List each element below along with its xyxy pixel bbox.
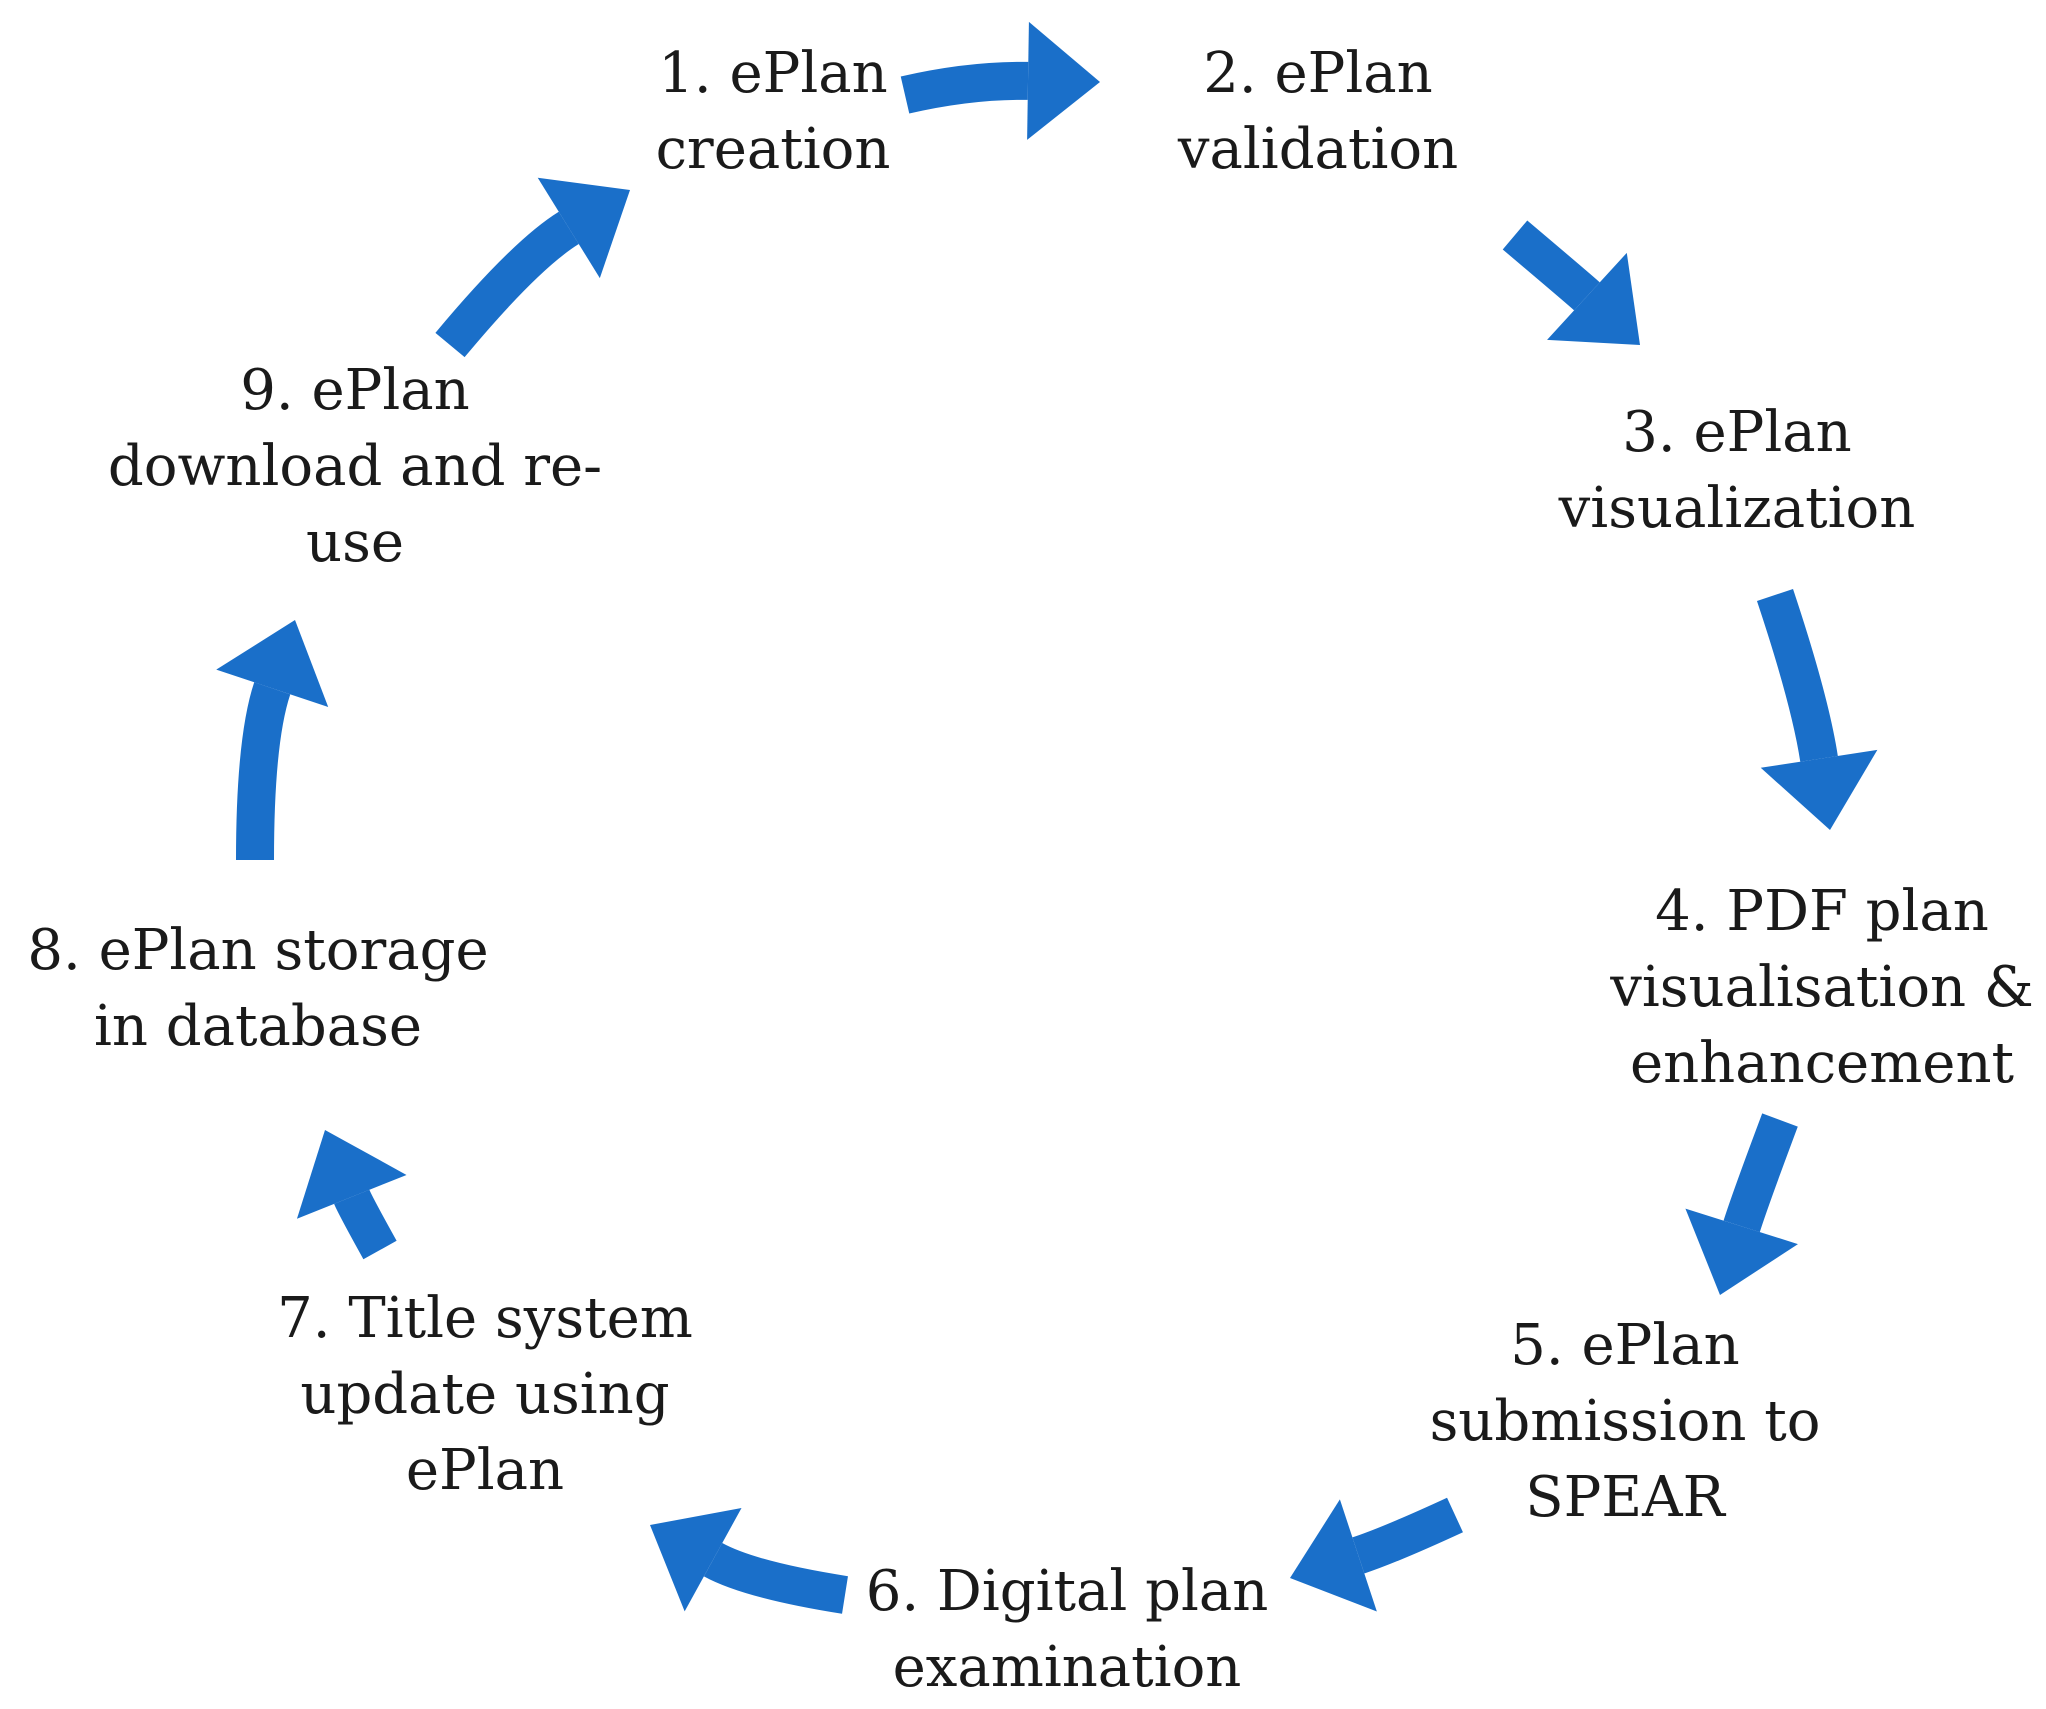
step-3-label: 3. ePlan visualization	[1558, 400, 1916, 541]
step-4-label: 4. PDF plan visualisation & enhancement	[1610, 879, 2034, 1096]
step-8-label: 8. ePlan storage in database	[27, 918, 489, 1059]
step-2-label: 2. ePlan validation	[1177, 41, 1459, 182]
arrow-1-to-2	[900, 21, 1100, 140]
arrow-9-to-1-head	[537, 177, 630, 279]
arrow-5-to-6-shaft	[1352, 1497, 1463, 1574]
arrow-8-to-9-head	[216, 620, 329, 707]
arrow-7-to-8-head	[296, 1130, 407, 1219]
step-5-label: 5. ePlan submission to SPEAR	[1429, 1313, 1821, 1530]
arrow-6-to-7-head	[650, 1508, 742, 1612]
step-1-label: 1. ePlan creation	[655, 41, 891, 182]
arrow-3-to-4-shaft	[1756, 588, 1838, 762]
arrow-8-to-9	[216, 620, 329, 861]
arrow-9-to-1	[435, 177, 630, 358]
arrow-4-to-5-shaft	[1723, 1113, 1798, 1233]
arrow-4-to-5-head	[1685, 1208, 1798, 1295]
step-6-label: 6. Digital plan examination	[865, 1559, 1269, 1700]
arrow-6-to-7	[650, 1508, 848, 1614]
arrow-9-to-1-shaft	[435, 211, 580, 358]
arrow-1-to-2-shaft	[900, 61, 1029, 114]
arrow-5-to-6-head	[1290, 1499, 1377, 1612]
arrow-8-to-9-shaft	[236, 682, 291, 861]
arrow-7-to-8	[296, 1130, 407, 1260]
step-7-label: 7. Title system update using ePlan	[277, 1286, 693, 1503]
arrow-5-to-6	[1290, 1497, 1463, 1612]
arrow-2-to-3	[1502, 220, 1640, 345]
arrow-3-to-4	[1756, 588, 1878, 830]
arrow-7-to-8-shaft	[334, 1189, 397, 1260]
step-9-label: 9. ePlan download and re- use	[107, 358, 603, 575]
arrow-1-to-2-head	[1027, 21, 1100, 140]
arrow-6-to-7-shaft	[703, 1542, 848, 1614]
arrow-3-to-4-head	[1760, 749, 1878, 830]
arrow-2-to-3-shaft	[1502, 220, 1600, 311]
arrow-4-to-5	[1685, 1113, 1798, 1295]
arrow-2-to-3-head	[1547, 252, 1640, 345]
